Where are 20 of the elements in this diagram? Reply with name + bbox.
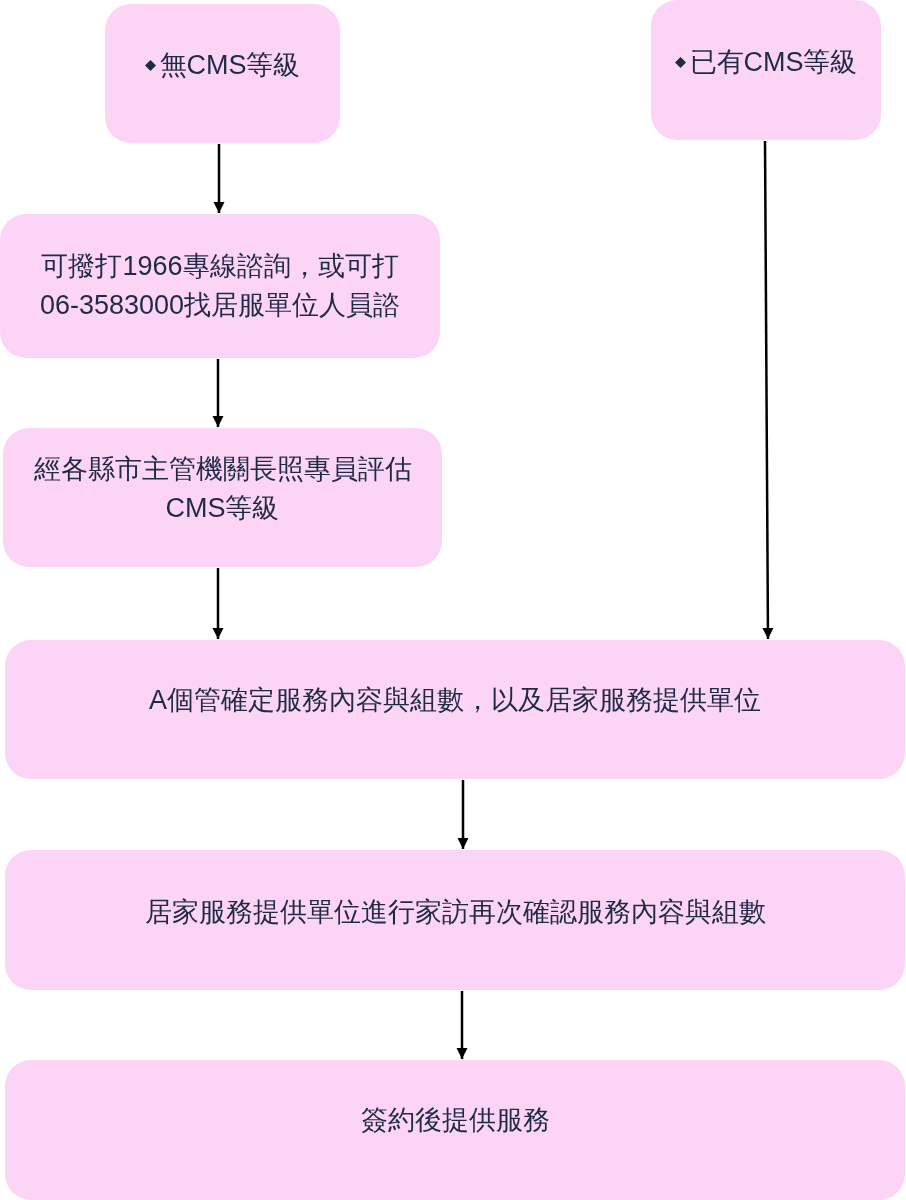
step-text: 居家服務提供單位進行家訪再次確認服務內容與組數 (144, 895, 766, 929)
arrow (762, 141, 774, 639)
process-box (5, 640, 905, 779)
process-box (0, 214, 440, 358)
process-box (5, 850, 905, 990)
arrow (456, 991, 468, 1059)
process-box (105, 4, 340, 143)
step-text: 已有CMS等級 (689, 45, 858, 79)
step-text: 可撥打1966專線諮詢，或可打06-3583000找居服單位人員諮 (38, 250, 402, 322)
arrow (212, 568, 224, 639)
arrow (212, 359, 224, 427)
arrow (213, 144, 225, 213)
process-box (651, 0, 881, 140)
step-text: 簽約後提供服務 (360, 1103, 550, 1137)
process-box (3, 428, 442, 567)
step-text: 經各縣市主管機關長照專員評估CMS等級 (32, 453, 413, 525)
process-box (5, 1060, 905, 1200)
arrow (457, 780, 469, 849)
step-text: A個管確定服務內容與組數，以及居家服務提供單位 (149, 683, 761, 717)
step-text: 無CMS等級 (159, 48, 301, 82)
